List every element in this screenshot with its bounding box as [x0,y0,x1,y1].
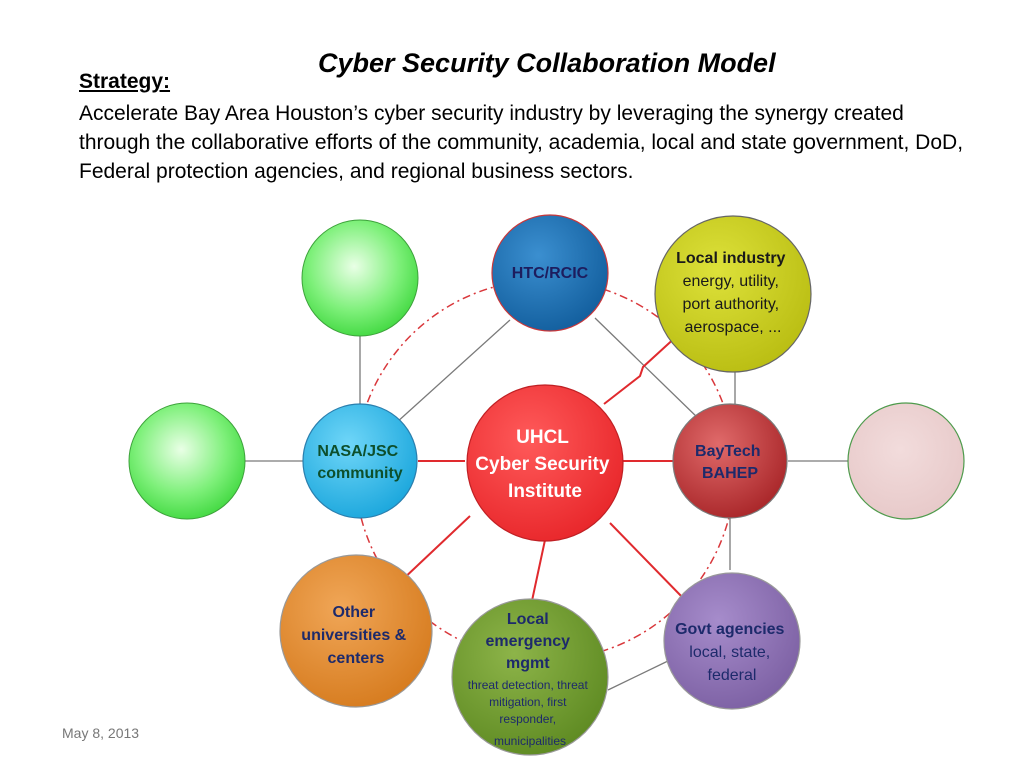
node-govt-agencies [663,572,801,710]
node-emergency-mgmt [451,598,609,756]
node-other-universities [279,554,433,708]
green-circle-top [301,219,419,337]
uhcl-label: UHCL Cyber Security Institute [475,427,614,502]
node-uhcl-center [466,384,624,542]
node-nasa-jsc [302,403,418,519]
htc-label: HTC/RCIC [512,265,589,282]
footer-date: May 8, 2013 [62,725,140,741]
baytech-label: BayTech BAHEP [695,443,765,482]
emergency-label: Local emergency mgmt threat detection, t… [468,611,593,748]
strategy-text: Accelerate Bay Area Houston’s cyber secu… [79,102,964,183]
local-industry-label: Local industry energy, utility, port aut… [676,250,790,336]
slide-title: Cyber Security Collaboration Model [318,48,776,78]
gray-connectors [187,317,848,691]
strategy-label: Strategy: [79,70,171,93]
red-connectors [399,334,686,611]
node-htc-rcic [491,214,609,332]
node-local-industry [654,215,812,373]
govt-agencies-label: Govt agencies local, state, federal [675,621,789,684]
other-universities-label: Other universities & centers [301,604,410,667]
nasa-label: NASA/JSC community [317,443,402,482]
green-circle-left [128,402,246,520]
node-baytech [672,403,788,519]
pink-circle-right [847,402,965,520]
